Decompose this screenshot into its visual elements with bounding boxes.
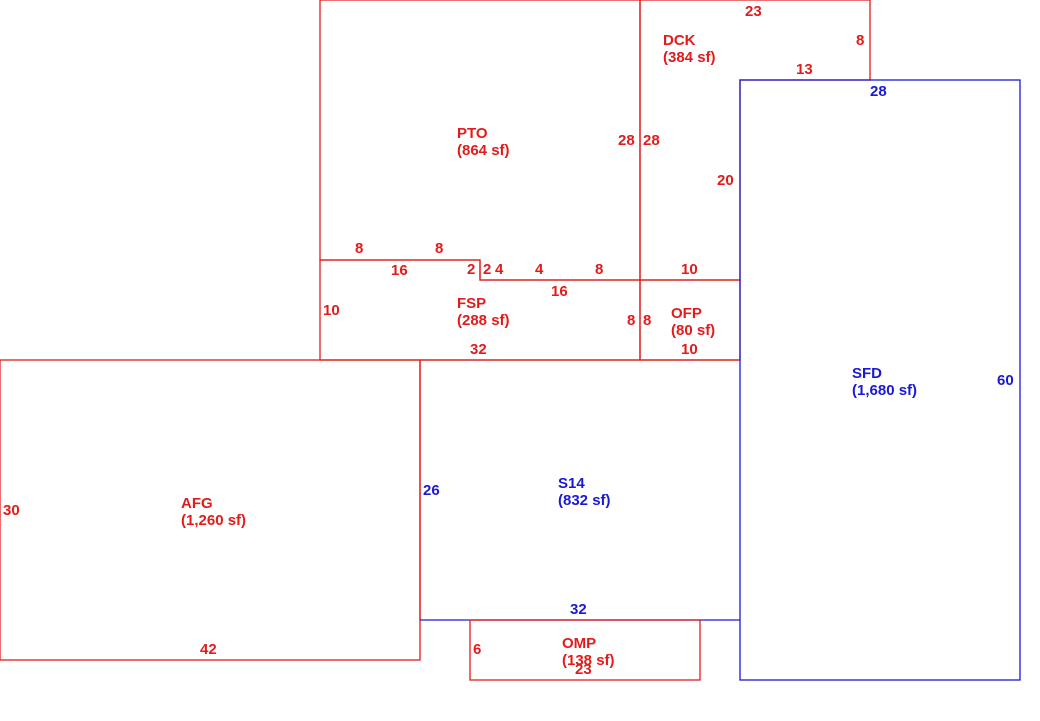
dim-omp-left: 6 <box>473 641 481 658</box>
dim-ofp-bottom: 10 <box>681 341 698 358</box>
omp-outline <box>469 619 701 681</box>
dim-dck-right: 8 <box>856 32 864 49</box>
dim-fsp-bottom: 32 <box>470 341 487 358</box>
afg-area: (1,260 sf) <box>181 512 246 529</box>
dim-omp-bottom: 23 <box>575 661 592 678</box>
ofp-code: OFP <box>671 305 702 322</box>
sfd-outline <box>739 79 1021 681</box>
dim-ofp-left: 8 <box>643 312 651 329</box>
dim-dck-bottom: 10 <box>681 261 698 278</box>
dim-fsp-top: 16 <box>551 283 568 300</box>
afg-code: AFG <box>181 495 213 512</box>
pto-code: PTO <box>457 125 488 142</box>
dim-pto-low-a: 16 <box>391 262 408 279</box>
dim-s14-left: 26 <box>423 482 440 499</box>
dim-pto-low-c: 2 <box>483 261 491 278</box>
dim-pto-right: 28 <box>618 132 635 149</box>
dim-dck-top: 23 <box>745 3 762 20</box>
dim-pto-step-b: 8 <box>435 240 443 257</box>
dim-sfd-right: 60 <box>997 372 1014 389</box>
dim-pto-low-b: 2 <box>467 261 475 278</box>
dim-dck-step: 13 <box>796 61 813 78</box>
dim-afg-left: 30 <box>3 502 20 519</box>
dim-afg-bottom: 42 <box>200 641 217 658</box>
dim-pto-low-e: 4 <box>535 261 544 278</box>
dim-pto-step-a: 8 <box>355 240 363 257</box>
dim-sfd-top: 28 <box>870 83 887 100</box>
pto-area: (864 sf) <box>457 142 510 159</box>
sfd-code: SFD <box>852 365 882 382</box>
fsp-area: (288 sf) <box>457 312 510 329</box>
dim-fsp-right: 8 <box>627 312 635 329</box>
sfd-area: (1,680 sf) <box>852 382 917 399</box>
dim-pto-low-d: 4 <box>495 261 504 278</box>
dck-area: (384 sf) <box>663 49 716 66</box>
dim-pto-low-f: 8 <box>595 261 603 278</box>
fsp-code: FSP <box>457 295 486 312</box>
dim-fsp-left: 10 <box>323 302 340 319</box>
dim-dck-left: 28 <box>643 132 660 149</box>
s14-area: (832 sf) <box>558 492 611 509</box>
omp-area: (138 sf) <box>562 652 615 669</box>
dim-s14-bottom: 32 <box>570 601 587 618</box>
dck-code: DCK <box>663 32 696 49</box>
omp-code: OMP <box>562 635 596 652</box>
s14-code: S14 <box>558 475 585 492</box>
ofp-area: (80 sf) <box>671 322 715 339</box>
dim-dck-lower: 20 <box>717 172 734 189</box>
